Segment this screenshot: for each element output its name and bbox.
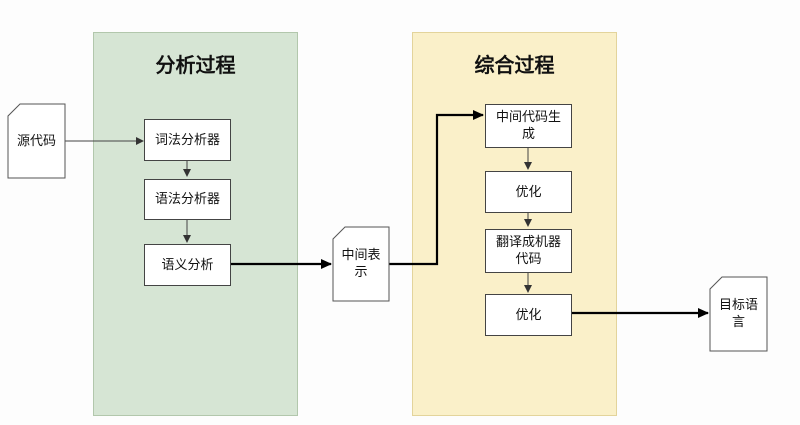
optimize-1-box: 优化 bbox=[485, 171, 572, 213]
semantic-analysis-box: 语义分析 bbox=[144, 244, 231, 286]
parser-label: 语法分析器 bbox=[154, 192, 220, 207]
synthesis-panel-title: 综合过程 bbox=[474, 53, 555, 77]
intermediate-representation-label: 中间表示 bbox=[341, 248, 381, 280]
target-language-label: 目标语言 bbox=[718, 298, 758, 330]
machine-code-gen-box: 翻译成机器代码 bbox=[485, 229, 572, 273]
optimize-1-label: 优化 bbox=[515, 184, 542, 200]
lexer-label: 词法分析器 bbox=[154, 132, 220, 148]
ir-generation-label: 中间代码生成 bbox=[495, 110, 561, 142]
semantic-analysis-label: 语义分析 bbox=[161, 257, 214, 273]
arrow-ir-to-irgen bbox=[389, 110, 484, 266]
optimize-2-label: 优化 bbox=[515, 307, 542, 323]
source-code-doc: 源代码 bbox=[9, 105, 64, 177]
intermediate-representation-doc: 中间表示 bbox=[334, 228, 388, 300]
machine-code-gen-label: 翻译成机器代码 bbox=[495, 235, 561, 267]
ir-generation-box: 中间代码生成 bbox=[485, 104, 572, 148]
source-doc-outline bbox=[7, 103, 66, 179]
analysis-panel-title: 分析过程 bbox=[155, 53, 236, 77]
lexer-box: 词法分析器 bbox=[144, 119, 231, 161]
synthesis-panel: 综合过程 bbox=[412, 32, 617, 416]
ir-doc-outline bbox=[332, 226, 390, 302]
source-code-label: 源代码 bbox=[16, 133, 56, 149]
optimize-2-box: 优化 bbox=[485, 294, 572, 336]
target-doc-outline bbox=[709, 276, 768, 352]
parser-box: 语法分析器 bbox=[144, 179, 231, 220]
analysis-panel: 分析过程 bbox=[93, 32, 298, 416]
target-language-doc: 目标语言 bbox=[711, 278, 766, 350]
